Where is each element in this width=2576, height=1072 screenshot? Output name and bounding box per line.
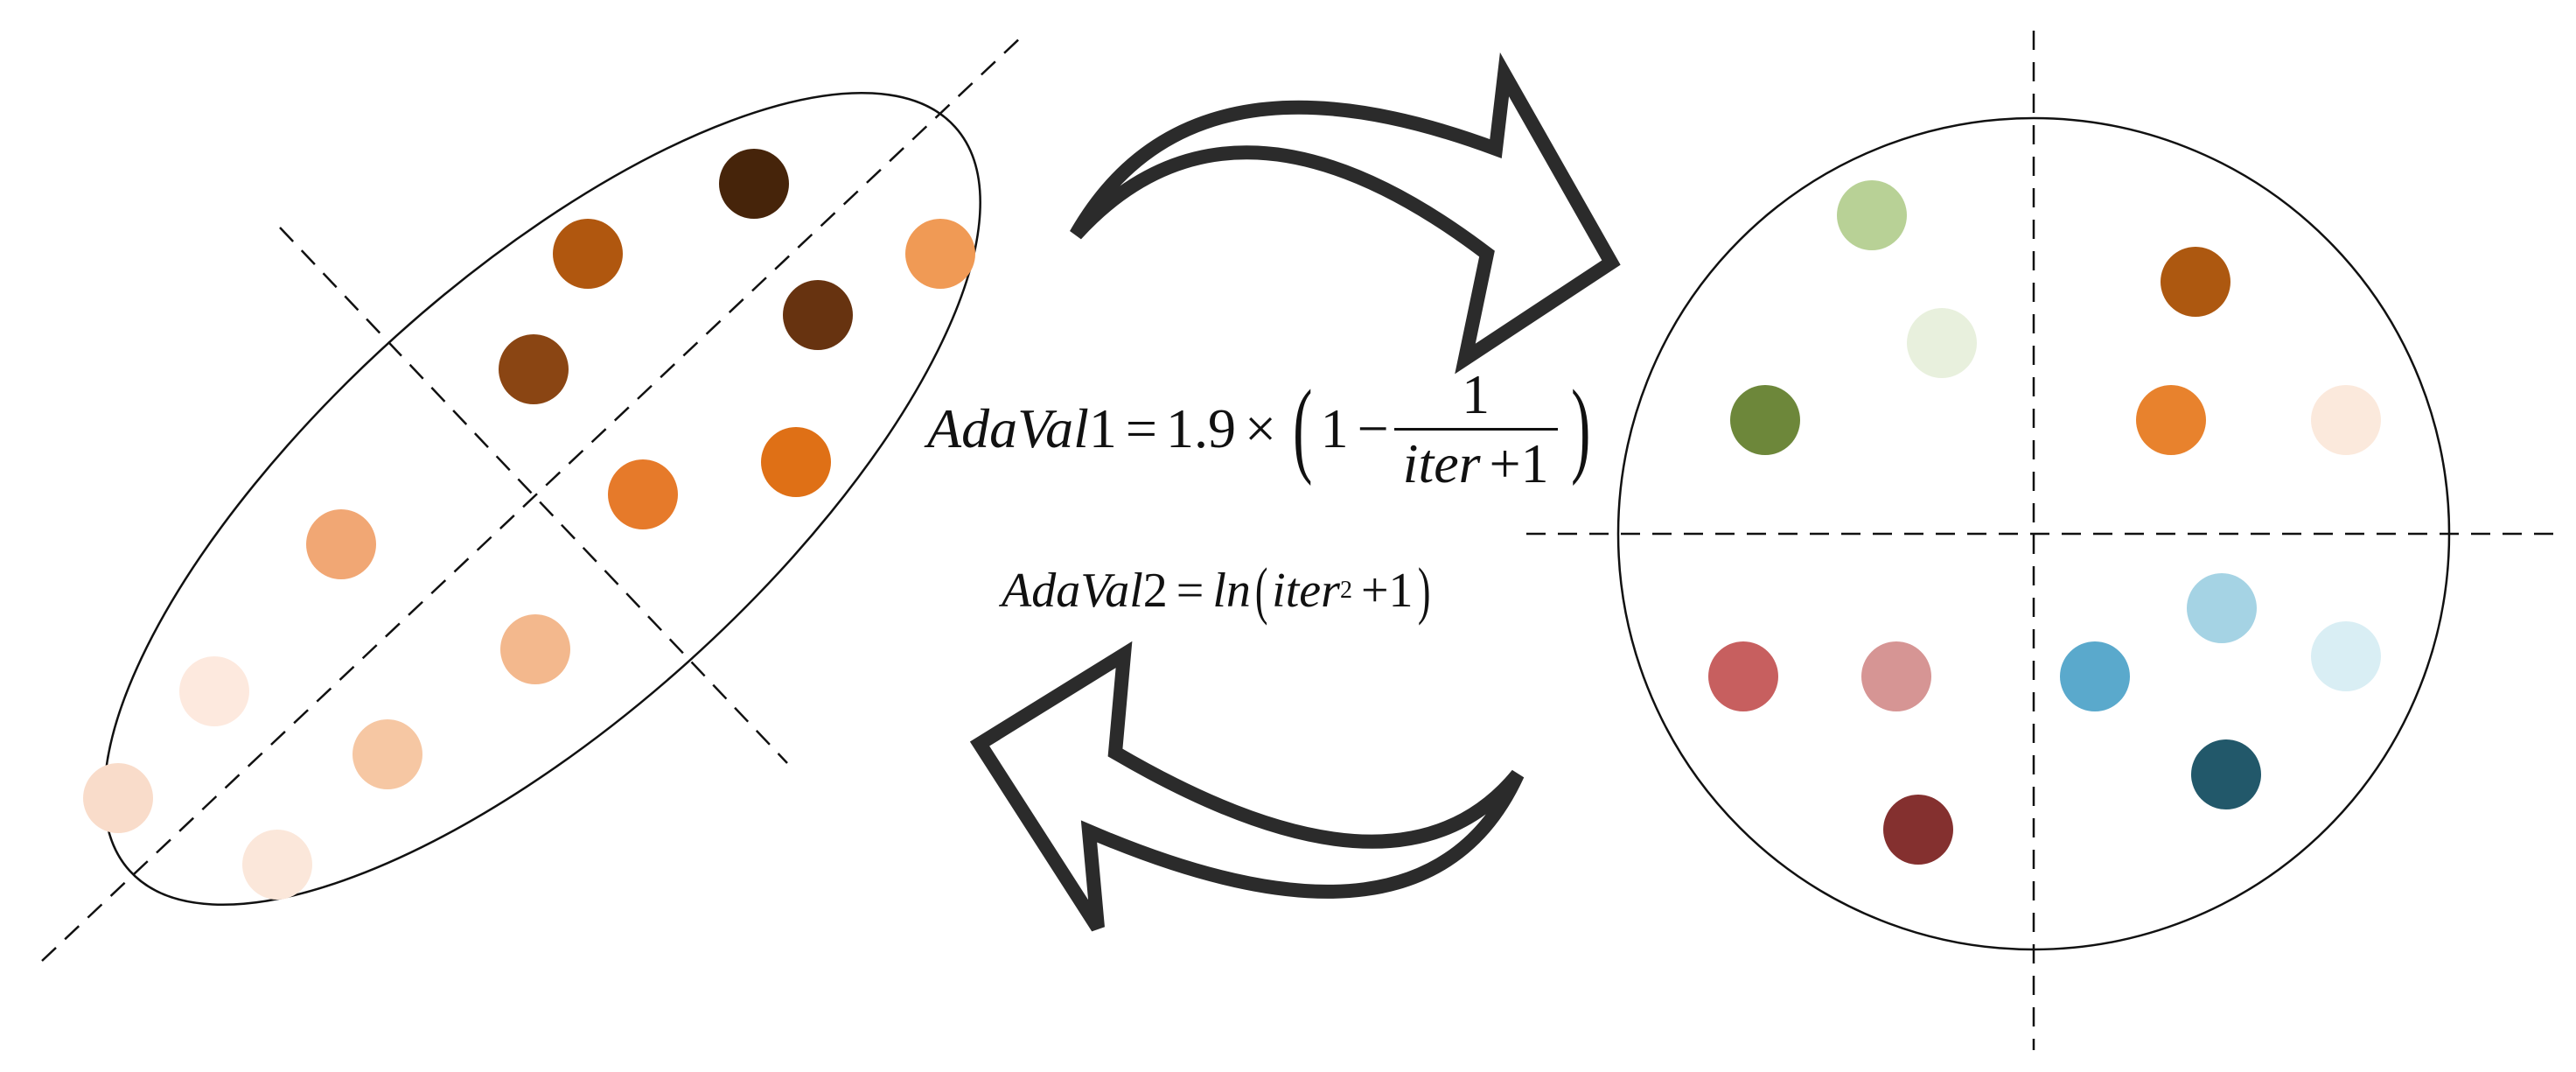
top-curved-arrow bbox=[1070, 52, 1621, 375]
eq2-lhs-var: AdaVal bbox=[1002, 564, 1143, 618]
right-cluster-point bbox=[2161, 247, 2230, 317]
left-cluster-point bbox=[242, 830, 312, 900]
left-cluster-point bbox=[179, 656, 249, 726]
left-cluster-point bbox=[905, 219, 975, 289]
left-cluster-point bbox=[499, 334, 569, 404]
eq1-fraction: 1 iter+1 bbox=[1393, 363, 1558, 494]
right-cluster-point bbox=[2311, 385, 2381, 455]
eq1-minus: − bbox=[1357, 397, 1389, 459]
right-cluster-point bbox=[2311, 621, 2381, 691]
eq1-lhs-index: 1 bbox=[1088, 397, 1117, 459]
points-layer bbox=[83, 149, 2381, 900]
left-cluster-point bbox=[608, 459, 678, 529]
eq2-plus: + bbox=[1360, 564, 1389, 618]
right-cluster-point bbox=[2136, 385, 2206, 455]
eq1-lhs-var: AdaVal bbox=[927, 397, 1089, 459]
eq1-left-paren: ( bbox=[1293, 369, 1313, 487]
left-cluster-point bbox=[306, 509, 376, 579]
eq1-den-plus: + bbox=[1489, 431, 1521, 494]
eq2-one: 1 bbox=[1388, 564, 1414, 618]
eq1-one: 1 bbox=[1320, 397, 1349, 459]
right-cluster-point bbox=[1837, 180, 1907, 250]
left-cluster-point bbox=[83, 763, 153, 833]
eq2-fn: ln bbox=[1212, 564, 1251, 618]
eq2-right-paren: ) bbox=[1417, 554, 1430, 626]
left-major-axis bbox=[41, 34, 1024, 962]
eq2-lhs-index: 2 bbox=[1142, 564, 1168, 618]
right-cluster-point bbox=[1708, 641, 1778, 711]
right-cluster-point bbox=[1730, 385, 1800, 455]
eq2-equals: = bbox=[1176, 564, 1204, 618]
left-cluster-point bbox=[553, 219, 623, 289]
right-cluster-point bbox=[1907, 308, 1977, 378]
eq1-coef: 1.9 bbox=[1165, 397, 1236, 459]
right-cluster-point bbox=[2187, 573, 2257, 643]
eq1-times: × bbox=[1244, 397, 1277, 459]
left-ellipse bbox=[103, 92, 981, 906]
left-cluster-point bbox=[783, 280, 853, 350]
left-cluster-point bbox=[500, 614, 570, 684]
left-minor-axis bbox=[279, 227, 788, 764]
right-cluster-point bbox=[1883, 795, 1953, 865]
eq1-denominator: iter+1 bbox=[1393, 427, 1558, 494]
eq1-numerator: 1 bbox=[1462, 363, 1490, 426]
right-cluster-point bbox=[1861, 641, 1931, 711]
eq1-equals: = bbox=[1125, 397, 1157, 459]
right-cluster-point bbox=[2191, 739, 2261, 809]
eq2-left-paren: ( bbox=[1254, 554, 1268, 626]
eq1-den-one: 1 bbox=[1520, 431, 1549, 494]
left-cluster-point bbox=[353, 719, 422, 789]
eq2-var: iter bbox=[1272, 564, 1340, 618]
left-cluster-point bbox=[761, 427, 831, 497]
left-cluster-point bbox=[719, 149, 789, 219]
eq1-right-paren: ) bbox=[1570, 369, 1591, 487]
eq1-den-var: iter bbox=[1402, 431, 1481, 494]
eq2-exp: 2 bbox=[1339, 577, 1352, 604]
right-cluster-point bbox=[2060, 641, 2130, 711]
bottom-curved-arrow bbox=[969, 641, 1525, 932]
